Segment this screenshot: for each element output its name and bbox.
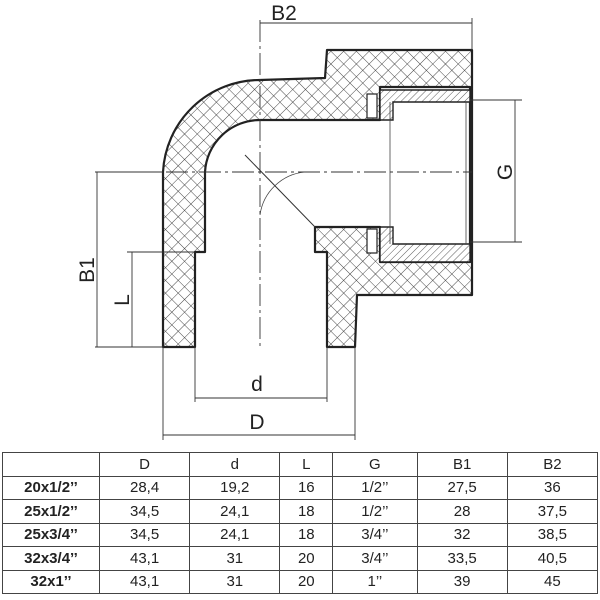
- column-header: B1: [416, 452, 508, 477]
- cell-B2: 38,5: [506, 522, 599, 547]
- dim-label-l: L: [111, 294, 134, 306]
- column-header: D: [98, 452, 191, 477]
- cell-d: 19,2: [189, 475, 281, 500]
- cell-d: 24,1: [189, 522, 281, 547]
- cell-B1: 39: [416, 569, 508, 594]
- cell-d: 24,1: [189, 499, 281, 524]
- row-size-label: 20x1/2’’: [2, 475, 100, 500]
- elbow-technical-drawing: B2 G B1 L d D: [76, 2, 522, 440]
- cell-D: 43,1: [98, 546, 191, 571]
- dim-label-d-inner: d: [251, 373, 263, 396]
- cell-L: 20: [279, 546, 334, 571]
- cell-B2: 45: [506, 569, 599, 594]
- seal-ring-bottom: [366, 228, 378, 254]
- row-size-label: 25x3/4’’: [2, 522, 100, 547]
- column-header: [2, 452, 100, 477]
- dim-label-b2: B2: [271, 2, 297, 25]
- table-header-row: D d L G B1 B2: [2, 452, 599, 477]
- row-size-label: 32x1’’: [2, 569, 100, 594]
- cell-D: 34,5: [98, 522, 191, 547]
- cell-L: 18: [279, 499, 334, 524]
- dim-label-b1: B1: [76, 257, 99, 283]
- cell-D: 34,5: [98, 499, 191, 524]
- cell-B2: 36: [506, 475, 599, 500]
- column-header: d: [189, 452, 281, 477]
- column-header: B2: [506, 452, 599, 477]
- row-size-label: 25x1/2’’: [2, 499, 100, 524]
- column-header: L: [279, 452, 334, 477]
- cell-B1: 32: [416, 522, 508, 547]
- cell-d: 31: [189, 569, 281, 594]
- cell-L: 16: [279, 475, 334, 500]
- cell-G: 1/2’’: [332, 499, 418, 524]
- cell-G: 3/4’’: [332, 522, 418, 547]
- cell-B1: 27,5: [416, 475, 508, 500]
- seal-ring-top: [366, 93, 378, 119]
- thread-insert-top: [379, 89, 471, 121]
- cell-d: 31: [189, 546, 281, 571]
- cell-G: 1’’: [332, 569, 418, 594]
- cell-D: 43,1: [98, 569, 191, 594]
- row-size-label: 32x3/4’’: [2, 546, 100, 571]
- cell-L: 20: [279, 569, 334, 594]
- cell-B2: 40,5: [506, 546, 599, 571]
- cell-G: 1/2’’: [332, 475, 418, 500]
- dim-label-g: G: [494, 164, 517, 180]
- dim-label-d-outer: D: [249, 411, 264, 434]
- thread-insert-bottom: [379, 226, 471, 263]
- column-header: G: [332, 452, 418, 477]
- cell-B2: 37,5: [506, 499, 599, 524]
- cell-G: 3/4’’: [332, 546, 418, 571]
- elbow-body: [161, 48, 474, 349]
- cell-D: 28,4: [98, 475, 191, 500]
- cell-L: 18: [279, 522, 334, 547]
- cell-B1: 33,5: [416, 546, 508, 571]
- cell-B1: 28: [416, 499, 508, 524]
